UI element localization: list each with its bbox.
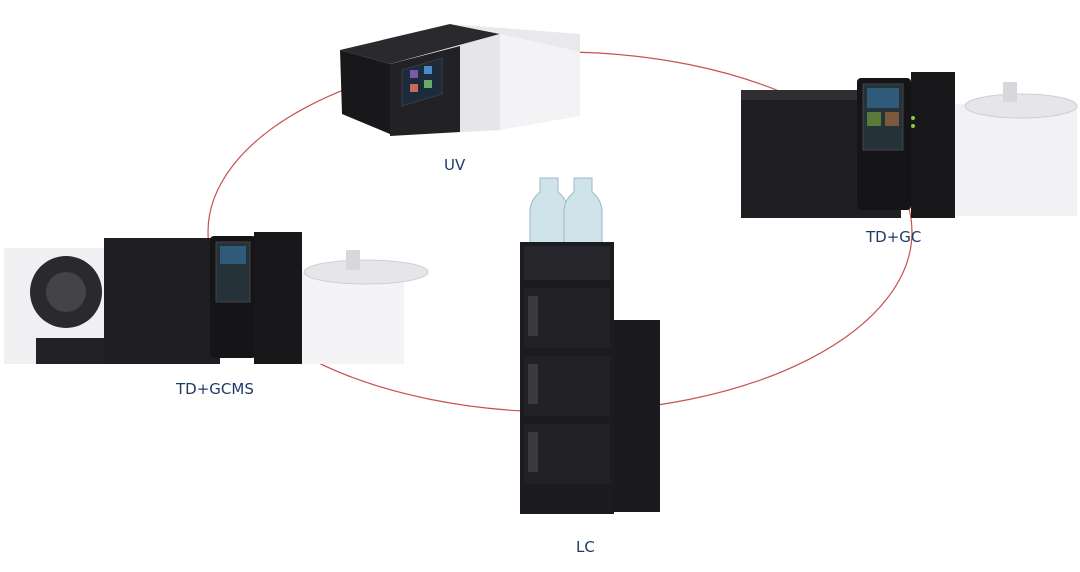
uv-spectrophotometer-icon	[340, 24, 580, 136]
label-uv: UV	[444, 156, 466, 174]
label-lc: LC	[576, 538, 595, 556]
label-td-gc: TD+GC	[866, 228, 922, 246]
liquid-chromatograph-icon	[520, 177, 660, 514]
label-td-gcms: TD+GCMS	[176, 380, 254, 398]
gcms-icon	[4, 232, 429, 364]
gas-chromatograph-icon	[741, 72, 1078, 218]
